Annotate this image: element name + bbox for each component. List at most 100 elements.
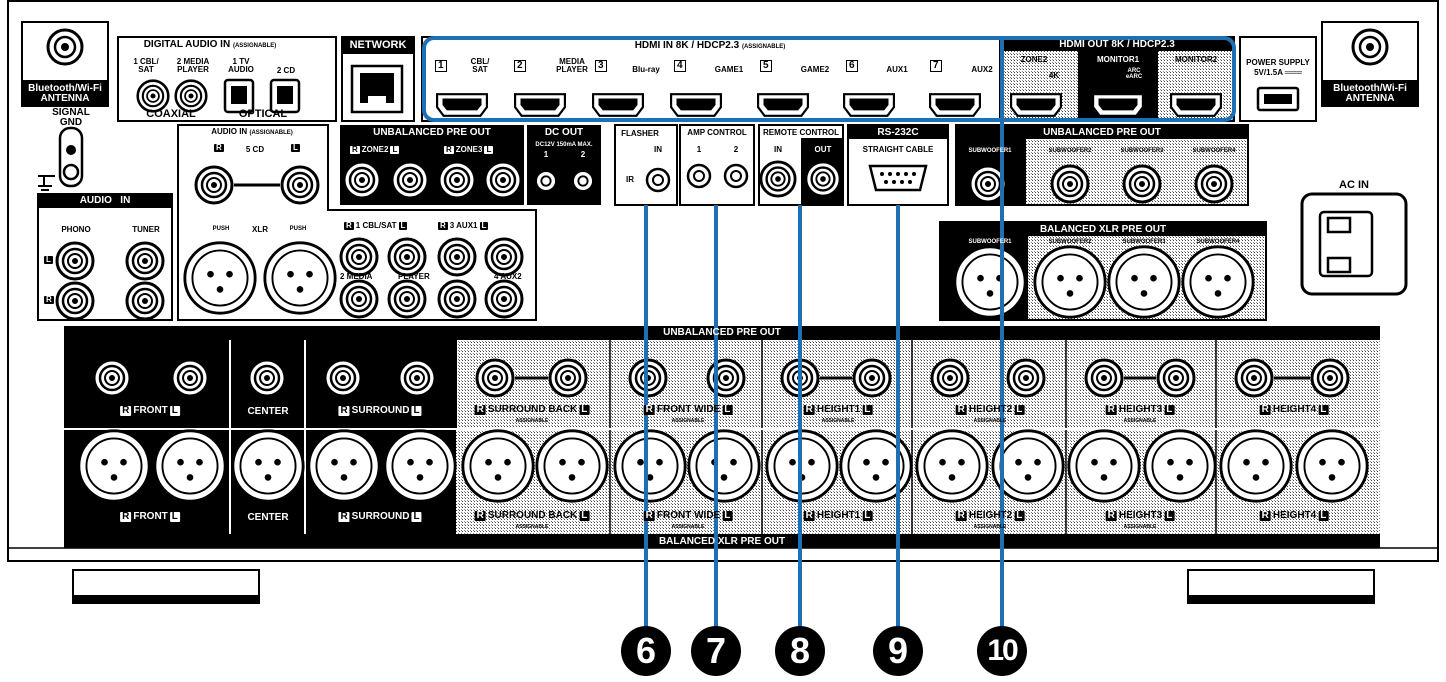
digital-audio-in-label: DIGITAL AUDIO IN (ASSIGNABLE) [143,39,277,50]
phono-l-label: L [44,255,53,264]
player-label: PLAYER [398,272,430,281]
hdmi-in-5: 5 [760,60,772,72]
media-label: 2 MEDIA [340,272,373,281]
sub4-label: SUBWOOFER4 [1192,148,1236,154]
dc-spec-label: DC12V 150mA MAX. [535,142,593,148]
ir-label: IR [626,175,634,184]
hdmi-out-label: HDMI OUT 8K / HDCP2.3 [1059,39,1175,50]
amp-1-label: 1 [696,145,702,154]
remote-control-label: REMOTE CONTROL [763,128,839,137]
hdmi-in-4: 4 [674,60,686,72]
xlr-sub2-label: SUBWOOFER2 [1048,239,1092,245]
callout-8: 8 [775,626,825,676]
zone-unbalanced-pre-out-label: UNBALANCED PRE OUT [373,127,491,138]
rs232c-label: RS-232C [877,127,919,138]
bal-sb-assignable: ASSIGNABLE [515,524,549,530]
optical-2-label: 2 CD [276,66,296,75]
bt-antenna-right-label: Bluetooth/Wi-Fi ANTENNA [1333,83,1407,104]
bal-center-label: CENTER [247,512,289,523]
bottom-unbalanced-title: UNBALANCED PRE OUT [663,327,781,338]
coaxial-2-label: 2 MEDIA PLAYER [176,57,210,74]
dc-out-label: DC OUT [544,127,584,138]
sub1-label: SUBWOOFER1 [968,148,1012,154]
bottom-balanced-title: BALANCED XLR PRE OUT [658,536,786,547]
hdmi-in-1-label: CBL/ SAT [470,57,490,74]
signal-gnd-label: SIGNAL GND [52,107,90,128]
bt-antenna-left-label: Bluetooth/Wi-Fi ANTENNA [28,83,102,104]
ac-in-label: AC IN [1339,179,1369,191]
unbal-h1-assignable: ASSIGNABLE [821,418,855,424]
amp-2-label: 2 [733,145,739,154]
unbal-fw-assignable: ASSIGNABLE [671,418,705,424]
xlr-sub4-label: SUBWOOFER4 [1196,239,1240,245]
4k-label: 4K [1048,71,1060,80]
dc-2-label: 2 [580,150,586,159]
5cd-label: 5 CD [245,145,265,154]
balanced-xlr-sub-label: BALANCED XLR PRE OUT [1039,224,1167,235]
flasher-label: FLASHER [621,129,659,138]
phono-r-label: R [44,295,54,304]
bal-h2-assignable: ASSIGNABLE [973,524,1007,530]
callout-10: 10 [977,626,1027,676]
audio-in-l: L [291,143,300,152]
rc-in-label: IN [774,145,782,154]
optical-label: OPTICAL [238,108,288,120]
unbal-center-label: CENTER [247,406,289,417]
arc-earc-label: ARC eARC [1125,68,1143,80]
dc-1-label: 1 [543,150,549,159]
unbal-h3-assignable: ASSIGNABLE [1123,418,1157,424]
tuner-label: TUNER [132,225,160,234]
hdmi-in-1: 1 [435,60,447,72]
callout-7: 7 [691,626,741,676]
zone2-hdmi-label: ZONE2 [1020,55,1048,64]
hdmi-in-2-label: MEDIA PLAYER [556,57,588,74]
xlr-label: XLR [252,225,268,234]
sub-unbalanced-pre-out-label: UNBALANCED PRE OUT [1043,127,1161,138]
audio-in-assignable-label: AUDIO IN (ASSIGNABLE) [211,127,293,137]
bal-h3-assignable: ASSIGNABLE [1123,524,1157,530]
callout-6: 6 [621,626,671,676]
hdmi-in-3: 3 [595,60,607,72]
hdmi-in-4-label: GAME1 [714,65,744,74]
coaxial-1-label: 1 CBL/ SAT [133,57,159,74]
coaxial-label: COAXIAL [146,108,196,120]
callout-9: 9 [873,626,923,676]
monitor2-label: MONITOR2 [1174,55,1218,64]
rc-out-label: OUT [814,145,832,154]
hdmi-in-6: 6 [846,60,858,72]
unbal-sb-assignable: ASSIGNABLE [515,418,549,424]
xlr-sub3-label: SUBWOOFER3 [1122,239,1166,245]
phono-label: PHONO [61,225,91,234]
network-label: NETWORK [349,39,407,51]
hdmi-in-2: 2 [514,60,526,72]
hdmi-in-3-label: Blu-ray [632,65,660,74]
amp-control-label: AMP CONTROL [687,128,747,137]
unbal-h2-assignable: ASSIGNABLE [973,418,1007,424]
hdmi-highlight [422,36,1236,122]
xlr-sub1-label: SUBWOOFER1 [968,239,1012,245]
optical-1-label: 1 TV AUDIO [228,57,254,74]
straight-cable-label: STRAIGHT CABLE [862,145,934,154]
power-supply-label: POWER SUPPLY 5V/1.5A ═══ [1246,58,1310,78]
flasher-in-label: IN [654,145,662,154]
hdmi-in-5-label: GAME2 [800,65,830,74]
